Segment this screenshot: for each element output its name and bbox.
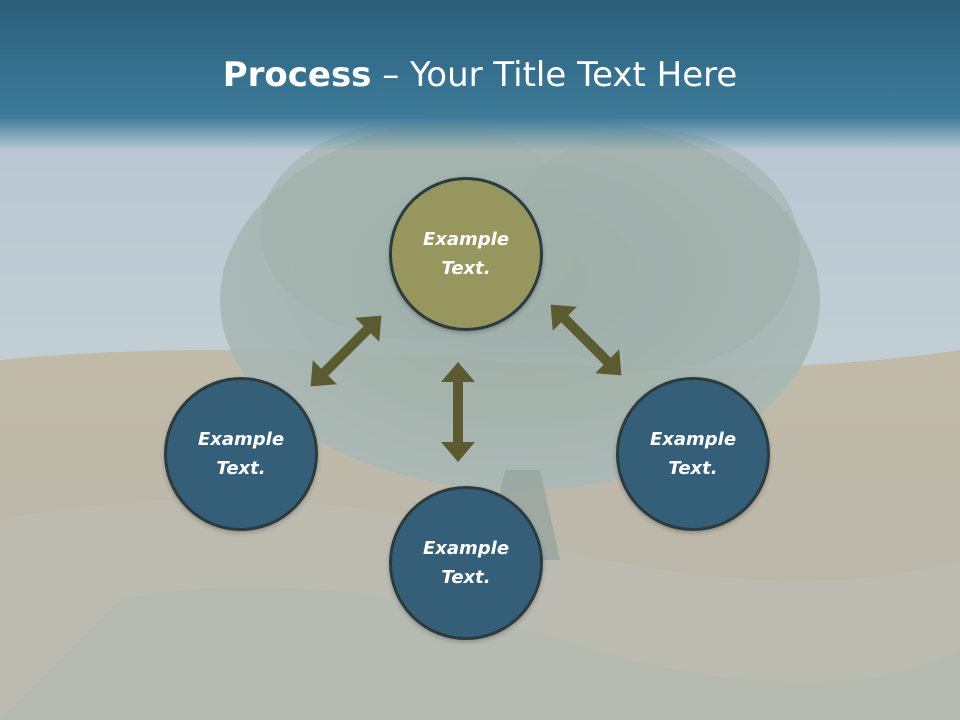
node-right-label: Example Text.	[649, 429, 737, 479]
node-top-label: Example Text.	[422, 229, 510, 279]
title-bold-part: Process	[222, 55, 372, 95]
title-band	[0, 0, 960, 150]
process-node-bottom[interactable]: Example Text.	[389, 486, 543, 640]
node-left-label: Example Text.	[197, 429, 285, 479]
title-rest-part: – Your Title Text Here	[371, 55, 738, 95]
process-node-right[interactable]: Example Text.	[616, 377, 770, 531]
process-node-top[interactable]: Example Text.	[389, 177, 543, 331]
node-bottom-label: Example Text.	[422, 538, 510, 588]
process-node-left[interactable]: Example Text.	[164, 377, 318, 531]
slide-title: Process – Your Title Text Here	[0, 52, 960, 98]
